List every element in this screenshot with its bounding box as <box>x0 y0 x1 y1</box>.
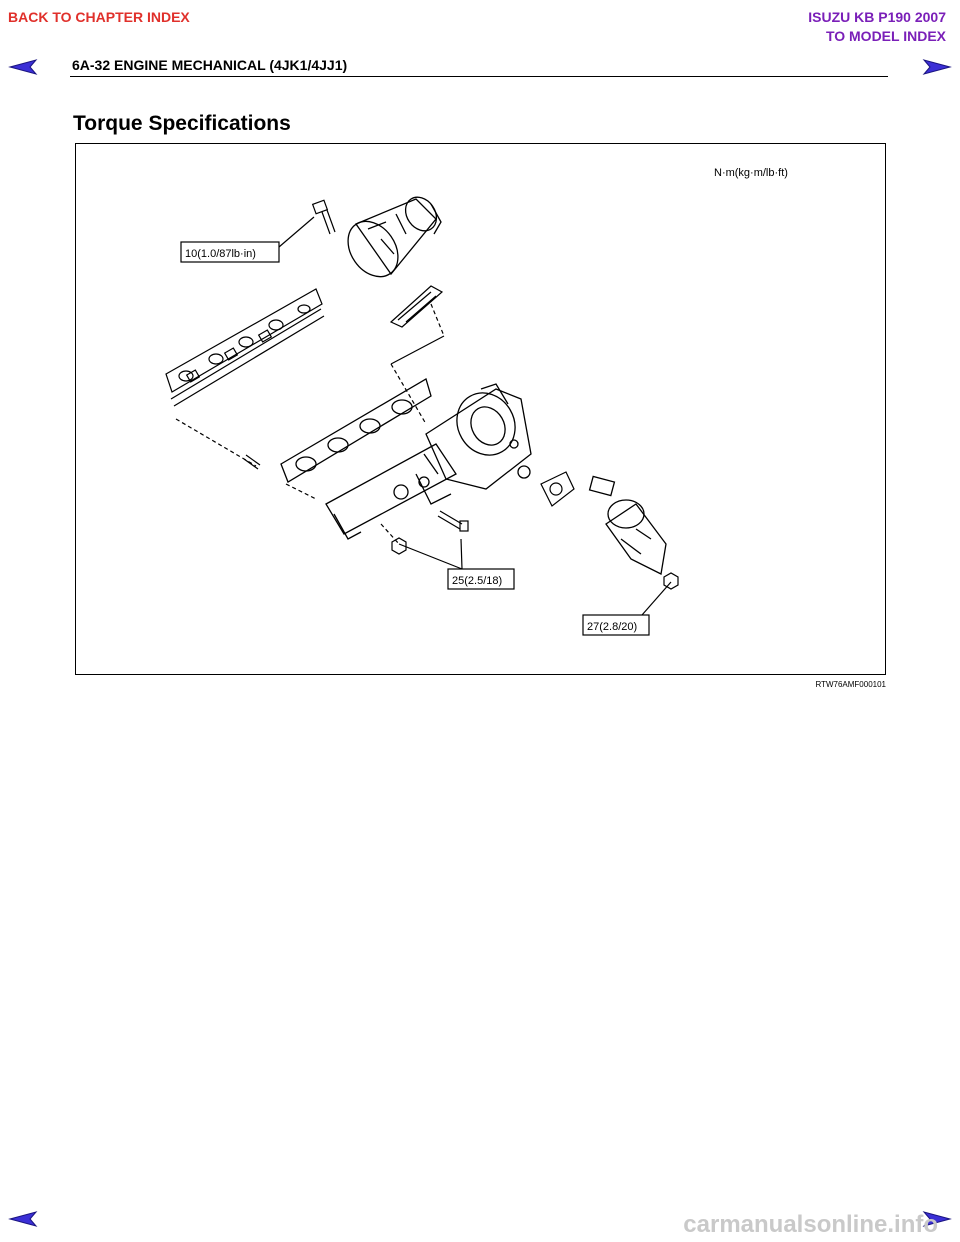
egr-nut <box>663 572 679 590</box>
egr-valve <box>588 475 667 575</box>
manifold-bolt <box>437 510 469 532</box>
callout-manifold-fasteners: 25(2.5/18) <box>452 575 502 587</box>
callout-box-egr-valve-nut <box>582 614 650 636</box>
egr-gasket <box>540 471 575 507</box>
throttle-body <box>347 196 442 278</box>
next-page-arrow-icon[interactable] <box>922 58 952 76</box>
to-model-index-link[interactable]: TO MODEL INDEX <box>825 28 946 44</box>
stud-bolt <box>243 454 261 470</box>
callout-box-bolt-top <box>180 241 280 263</box>
units-legend: N·m(kg·m/lb·ft) <box>714 167 788 179</box>
back-to-chapter-index-link[interactable]: BACK TO CHAPTER INDEX <box>8 9 190 25</box>
top-bolt <box>311 199 336 235</box>
model-title-link[interactable]: ISUZU KB P190 2007 <box>808 9 946 25</box>
intake-manifold-exploded-diagram: N·m(kg·m/lb·ft) 10(1.0/87lb·in) 25(2.5/1… <box>165 167 788 636</box>
torque-diagram-figure: N·m(kg·m/lb·ft) 10(1.0/87lb·in) 25(2.5/1… <box>75 143 886 675</box>
manifold-gasket <box>165 288 325 407</box>
callout-box-manifold-fasteners <box>447 568 515 590</box>
callout-bolt-top: 10(1.0/87lb·in) <box>185 248 256 260</box>
manifold-nut <box>391 537 407 555</box>
next-page-arrow-bottom-icon[interactable] <box>922 1210 952 1228</box>
page-heading: Torque Specifications <box>73 112 291 135</box>
site-watermark: carmanualsonline.info <box>683 1211 938 1238</box>
header-divider <box>70 76 888 77</box>
figure-id: RTW76AMF000101 <box>815 680 886 689</box>
section-header: 6A-32 ENGINE MECHANICAL (4JK1/4JJ1) <box>72 57 348 73</box>
previous-page-arrow-bottom-icon[interactable] <box>8 1210 38 1228</box>
intake-manifold <box>280 378 457 540</box>
callout-egr-valve-nut: 27(2.8/20) <box>587 621 637 633</box>
throttle-gasket <box>389 285 444 328</box>
adapter-housing <box>423 383 532 490</box>
previous-page-arrow-icon[interactable] <box>8 58 38 76</box>
